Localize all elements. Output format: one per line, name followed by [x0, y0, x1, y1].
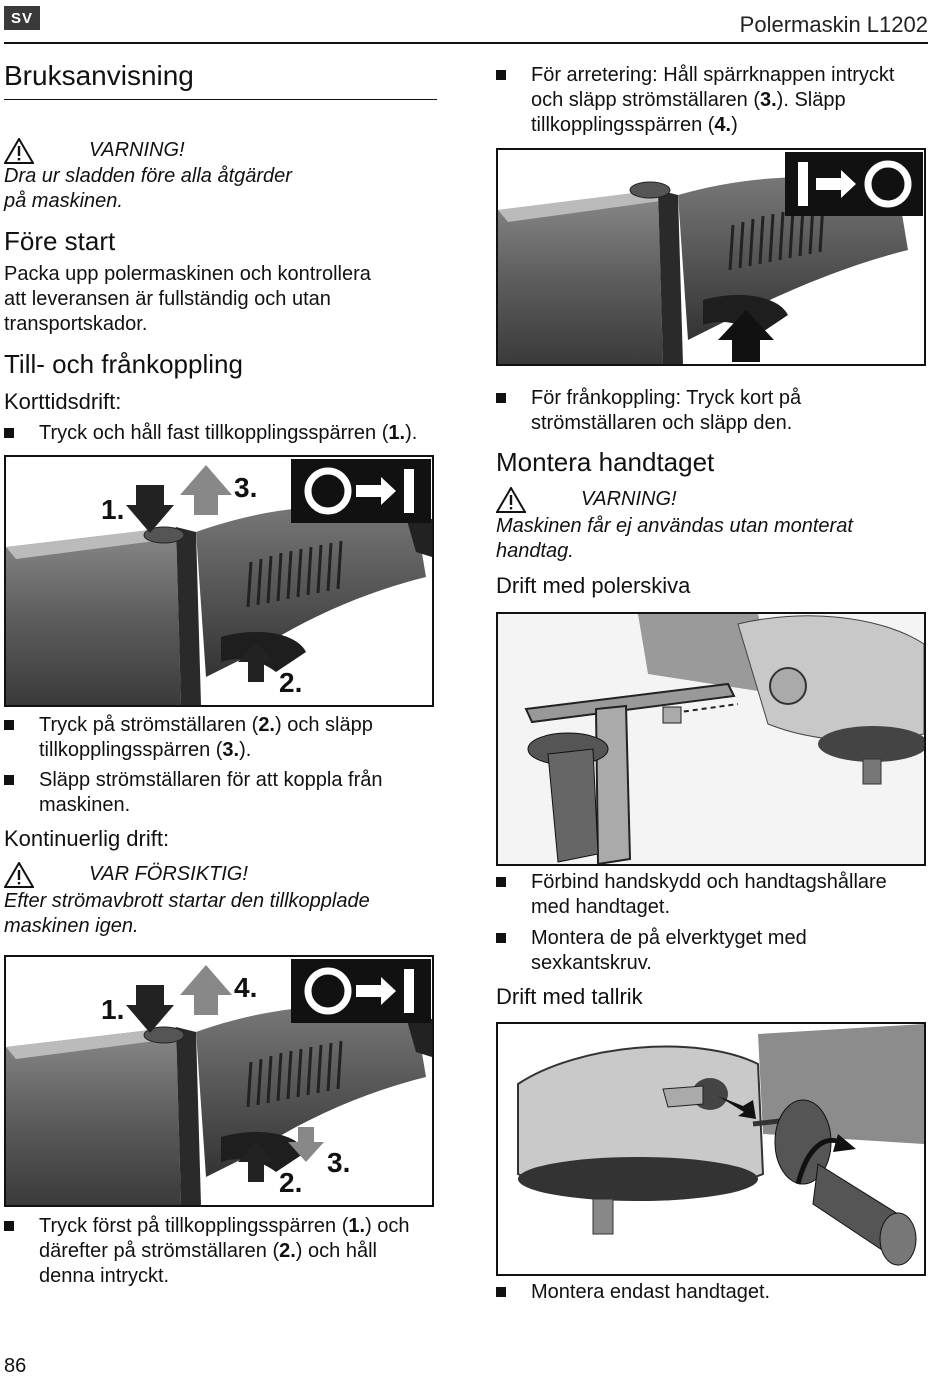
step-number: 1.: [388, 422, 406, 444]
bullet-icon: [496, 393, 506, 403]
caution-text-line: maskinen igen.: [4, 915, 139, 937]
warning-row: VARNING!: [496, 487, 926, 513]
heading-montera: Montera handtaget: [496, 447, 715, 477]
step-label: 2.: [279, 667, 302, 698]
list-item-text: maskinen.: [39, 794, 131, 816]
language-badge: SV: [4, 6, 40, 30]
list-item-text: ).: [239, 739, 252, 761]
step-number: 1.: [348, 1215, 366, 1237]
heading-polerskiva: Drift med polerskiva: [496, 573, 691, 598]
figure-switch-short-term: 1. 3. 2.: [4, 455, 434, 707]
grinder-switch-illustration: 1. 3. 2.: [6, 459, 432, 705]
figure-handle-assembly: [496, 612, 926, 866]
step-label: 2.: [279, 1167, 302, 1198]
step-number: 4.: [714, 114, 732, 136]
warning-text-line: Dra ur sladden före alla åtgärder: [4, 165, 292, 187]
warning-label: VARNING!: [581, 488, 677, 510]
paragraph-line: Packa upp polermaskinen och kontrollera: [4, 263, 371, 285]
bullet-icon: [4, 428, 14, 438]
list-item-text: Montera de på elverktyget med: [531, 927, 807, 949]
list-item-text: ).: [405, 422, 418, 444]
warning-text-line: på maskinen.: [4, 190, 123, 212]
warning-triangle-icon: [4, 138, 34, 164]
list-item-text: ): [731, 114, 738, 136]
list-item-text: Tryck på strömställaren (: [39, 714, 259, 736]
list-item-text: och släpp strömställaren (: [531, 89, 760, 111]
paragraph-line: transportskador.: [4, 313, 148, 335]
warning-text-line: Maskinen får ej användas utan monterat: [496, 515, 853, 537]
list-item-text: Förbind handskydd och handtagshållare: [531, 871, 887, 893]
bullet-icon: [4, 1221, 14, 1231]
header-divider: [4, 42, 928, 44]
list-item-text: ) och: [365, 1215, 410, 1237]
heading-till-fran: Till- och frånkoppling: [4, 349, 243, 379]
bullet-icon: [4, 775, 14, 785]
bullet-icon: [496, 70, 506, 80]
list-item-text: ) och släpp: [275, 714, 373, 736]
step-number: 2.: [258, 714, 275, 736]
list-item-text: denna intryckt.: [39, 1265, 170, 1287]
step-number: 3.: [759, 89, 777, 111]
heading-kontinuerlig: Kontinuerlig drift:: [4, 826, 170, 851]
heading-tallrik: Drift med tallrik: [496, 984, 643, 1009]
bullet-icon: [4, 720, 14, 730]
grinder-lock-illustration: [498, 152, 923, 364]
figure-handle-only: [496, 1022, 926, 1276]
section-title: Bruksanvisning: [4, 60, 194, 91]
handle-only-illustration: [498, 1024, 924, 1274]
warning-triangle-icon: [496, 487, 526, 513]
list-item-text: tillkopplingsspärren (: [531, 114, 715, 136]
step-label: 1.: [101, 494, 124, 525]
bullet-icon: [496, 877, 506, 887]
document-title: Polermaskin L1202: [739, 12, 928, 37]
step-number: 2.: [279, 1240, 296, 1262]
step-label: 3.: [327, 1147, 350, 1178]
step-label: 4.: [234, 972, 257, 1003]
figure-switch-continuous: 1. 4. 2. 3.: [4, 955, 434, 1207]
list-item-text: ). Släpp: [776, 89, 846, 111]
figure-switch-lock: [496, 148, 926, 366]
section-title-underline: [4, 99, 437, 100]
list-item-text: strömställaren och släpp den.: [531, 412, 793, 434]
warning-text-line: handtag.: [496, 540, 574, 562]
warning-label: VARNING!: [89, 139, 185, 161]
caution-row: VAR FÖRSIKTIG!: [4, 862, 434, 888]
list-item-text: Släpp strömställaren för att koppla från: [39, 769, 383, 791]
bullet-icon: [496, 933, 506, 943]
heading-fore-start: Före start: [4, 226, 116, 256]
list-item-text: sexkantskruv.: [531, 952, 652, 974]
list-item-text: Tryck och håll fast tillkopplingsspärren…: [39, 422, 389, 444]
list-item-text: därefter på strömställaren (: [39, 1240, 280, 1262]
bullet-icon: [496, 1287, 506, 1297]
step-number: 3.: [222, 739, 240, 761]
caution-label: VAR FÖRSIKTIG!: [89, 863, 248, 885]
handle-assembly-illustration: [498, 614, 924, 864]
grinder-switch-illustration: 1. 4. 2. 3.: [6, 959, 432, 1205]
list-item-text: med handtaget.: [531, 896, 670, 918]
caution-triangle-icon: [4, 862, 34, 888]
paragraph-line: att leveransen är fullständig och utan: [4, 288, 331, 310]
list-item-text: Tryck först på tillkopplingsspärren (: [39, 1215, 349, 1237]
warning-row: VARNING!: [4, 138, 434, 164]
step-label: 3.: [234, 472, 257, 503]
list-item-text: För frånkoppling: Tryck kort på: [531, 387, 802, 409]
page-number: 86: [4, 1355, 27, 1377]
caution-text-line: Efter strömavbrott startar den tillkoppl…: [4, 890, 370, 912]
list-item-text: Montera endast handtaget.: [531, 1281, 771, 1303]
step-label: 1.: [101, 994, 124, 1025]
heading-korttidsdrift: Korttidsdrift:: [4, 389, 122, 414]
list-item-text: tillkopplingsspärren (: [39, 739, 223, 761]
list-item-text: ) och håll: [295, 1240, 377, 1262]
list-item-text: För arretering: Håll spärrknappen intryc…: [531, 64, 895, 86]
